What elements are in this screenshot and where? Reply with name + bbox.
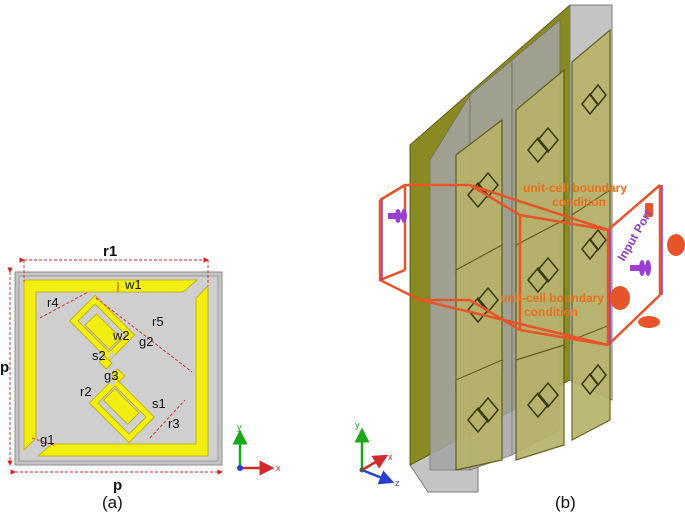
label-r4: r4 xyxy=(47,295,59,310)
axis-z-label-b: z xyxy=(395,478,400,488)
port-symbols xyxy=(388,203,685,328)
label-s2: s2 xyxy=(92,348,106,363)
annotation-unit-cell-top-1: unit-cell boundary xyxy=(523,181,627,195)
axis-x-label-b: x xyxy=(388,452,393,462)
label-g3: g3 xyxy=(104,368,118,383)
label-r2: r2 xyxy=(80,384,92,399)
panel-b-array: unit-cell boundary condition unit-cell b… xyxy=(378,3,685,493)
annotation-unit-cell-top-2: condition xyxy=(552,195,606,209)
caption-b: (b) xyxy=(555,493,576,512)
label-g2: g2 xyxy=(139,334,153,349)
axes-triad-b: y x z xyxy=(354,420,400,488)
label-g1: g1 xyxy=(40,432,54,447)
panel-a-unit-cell: r1 w1 r4 w2 r5 g2 s2 g3 r2 s1 r3 g1 p p xyxy=(0,243,223,494)
caption-a: (a) xyxy=(102,493,123,512)
label-w2: w2 xyxy=(112,328,130,343)
label-r3: r3 xyxy=(168,416,180,431)
label-r5: r5 xyxy=(152,314,164,329)
label-s1: s1 xyxy=(152,396,166,411)
label-w1: w1 xyxy=(124,277,142,292)
annotation-unit-cell-mid-2: condition xyxy=(524,305,578,319)
label-r1: r1 xyxy=(103,243,117,260)
label-p-bottom: p xyxy=(113,477,122,494)
label-p-left: p xyxy=(0,359,9,376)
axis-y-label-b: y xyxy=(355,420,360,430)
axis-x-label-a: x xyxy=(276,463,281,473)
annotation-input-port: Input Port xyxy=(614,207,654,263)
axes-triad-a: y x xyxy=(232,422,281,476)
annotation-unit-cell-mid-1: unit-cell boundary xyxy=(500,291,604,305)
axis-y-label-a: y xyxy=(237,422,242,432)
